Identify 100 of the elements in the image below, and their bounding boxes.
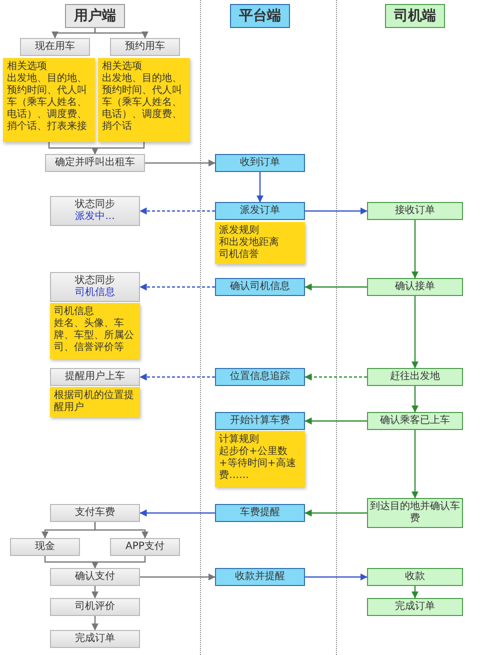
box-label: 确认支付: [75, 571, 115, 583]
process-box: [215, 154, 305, 172]
note-text: 计算规则: [219, 434, 259, 446]
box-label: 完成订单: [395, 601, 435, 613]
box-label: 收到订单: [240, 157, 280, 169]
arrow: [304, 509, 367, 517]
box-label: APP支付: [126, 541, 164, 553]
arrow: [411, 430, 419, 498]
arrow: [91, 556, 146, 568]
arrow: [140, 373, 215, 381]
note-text: 姓名、头像、车牌、车型、所属公司、信誉评价等: [54, 318, 135, 354]
arrow: [256, 172, 264, 202]
arrow: [140, 207, 215, 215]
process-box: [50, 504, 140, 522]
box-label: 确认乘客已上车: [380, 415, 450, 427]
box-label: 状态同步: [75, 199, 115, 210]
process-box: [20, 38, 90, 56]
box-label: 支付车费: [75, 507, 115, 519]
process-box: [215, 202, 305, 220]
process-box: [50, 272, 140, 302]
arrow: [145, 159, 216, 167]
note-text: 司机信息: [54, 306, 94, 318]
box-label: 现在用车: [35, 41, 75, 53]
lane-header: [230, 4, 290, 28]
process-box: [215, 568, 305, 586]
arrow: [140, 509, 215, 517]
process-box: [215, 278, 305, 296]
note-box: [215, 431, 305, 487]
process-box: [367, 568, 463, 586]
note-text: 相关选项: [7, 61, 47, 72]
box-label: 确认司机信息: [230, 281, 290, 293]
process-box: [45, 154, 145, 172]
process-box: [50, 568, 140, 586]
box-label: 现金: [35, 541, 55, 553]
process-box: [110, 38, 180, 56]
arrow: [411, 220, 419, 278]
arrow: [305, 207, 368, 215]
process-box: [215, 504, 305, 522]
box-label: 用户端: [74, 10, 116, 22]
process-box: [367, 412, 463, 430]
arrow: [91, 616, 99, 630]
arrow: [91, 586, 99, 598]
box-label: 提醒用户上车: [65, 371, 125, 383]
process-box: [10, 538, 80, 556]
box-label: 派发中...: [75, 211, 115, 223]
box-label: 确定并呼叫出租车: [55, 157, 135, 169]
box-label: 司机端: [394, 10, 436, 22]
arrow: [304, 417, 367, 425]
note-text: 派发规则: [219, 225, 259, 236]
box-label: 开始计算车费: [230, 415, 290, 427]
arrow: [94, 28, 149, 38]
arrow: [411, 386, 419, 412]
box-label: 状态同步: [75, 275, 115, 286]
process-box: [110, 538, 180, 556]
box-label: 预约用车: [125, 41, 165, 53]
process-box: [367, 598, 463, 616]
box-label: 收款并提醒: [235, 571, 285, 583]
box-label: 司机信息: [75, 287, 115, 299]
process-box: [367, 368, 463, 386]
process-box: [215, 368, 305, 386]
box-label: 收款: [405, 571, 425, 583]
note-text: 出发地、目的地、预约时间、代人叫车（乘车人姓名、电话）、调度费、捎个话、打表来接: [7, 73, 88, 133]
box-label: 接收订单: [395, 205, 435, 217]
arrow: [411, 296, 419, 368]
process-box: [50, 368, 140, 386]
note-text: 和出发地距离: [219, 237, 279, 248]
box-label: 平台端: [239, 10, 281, 22]
arrow: [91, 142, 145, 154]
box-label: 位置信息追踪: [230, 371, 290, 383]
process-box: [50, 598, 140, 616]
note-box: [50, 303, 140, 359]
note-text: 司机信誉: [219, 249, 259, 261]
box-label: 司机评价: [75, 601, 115, 613]
box-label: 赶往出发地: [390, 371, 440, 383]
process-box: [215, 412, 305, 430]
process-box: [367, 202, 463, 220]
note-box: [215, 222, 305, 264]
process-box: [367, 278, 463, 296]
box-label: 车费提醒: [240, 507, 280, 519]
box-label: 确认接单: [395, 281, 435, 293]
note-text: 相关选项: [102, 61, 142, 72]
box-label: 派发订单: [240, 205, 280, 217]
arrow: [305, 573, 368, 581]
arrow: [411, 586, 419, 598]
box-label: 到达目的地并确认车费: [369, 501, 461, 525]
note-box: [98, 58, 190, 142]
note-box: [50, 387, 140, 417]
note-text: 起步价+公里数+等待时间+高速费……: [219, 446, 297, 482]
lane-header: [65, 4, 125, 28]
arrow: [140, 283, 215, 291]
arrow: [94, 522, 149, 538]
arrow: [304, 373, 367, 381]
note-text: 根据司机的位置提醒用户: [54, 390, 135, 414]
note-text: 出发地、目的地、预约时间、代人叫车（乘车人姓名、电话）、调度费、捎个话: [102, 73, 183, 133]
note-box: [3, 58, 95, 142]
box-label: 完成订单: [75, 633, 115, 645]
arrow: [304, 283, 367, 291]
process-box: [50, 196, 140, 226]
arrow: [140, 573, 216, 581]
lane-header: [385, 4, 445, 28]
